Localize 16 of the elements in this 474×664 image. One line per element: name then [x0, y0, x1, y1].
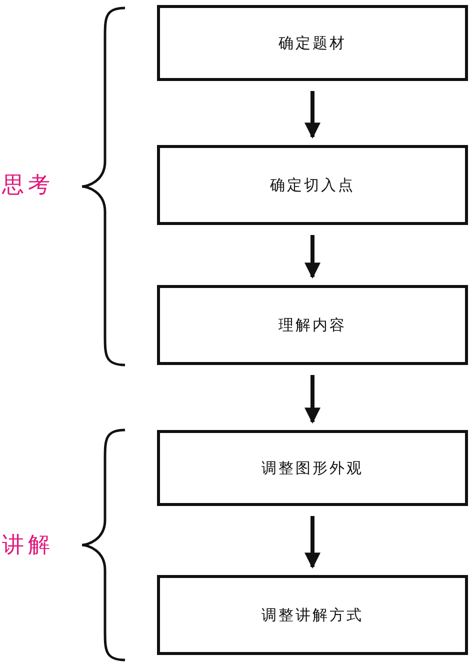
step-text: 调整讲解方式: [262, 606, 364, 624]
process-box: [157, 285, 468, 365]
group-label: 思考: [2, 172, 54, 200]
arrow: [304, 235, 320, 279]
process-box: [157, 575, 468, 655]
process-box: [157, 430, 468, 506]
step-text: 确定题材: [278, 34, 346, 52]
group-label: 讲解: [2, 532, 54, 560]
step-text: 确定切入点: [270, 176, 355, 194]
process-box: [157, 5, 468, 81]
arrow: [304, 516, 320, 569]
step-text: 理解内容: [278, 316, 346, 334]
step-text: 调整图形外观: [262, 458, 364, 478]
process-box: [157, 145, 468, 225]
arrow: [304, 375, 320, 424]
arrow: [304, 91, 320, 139]
